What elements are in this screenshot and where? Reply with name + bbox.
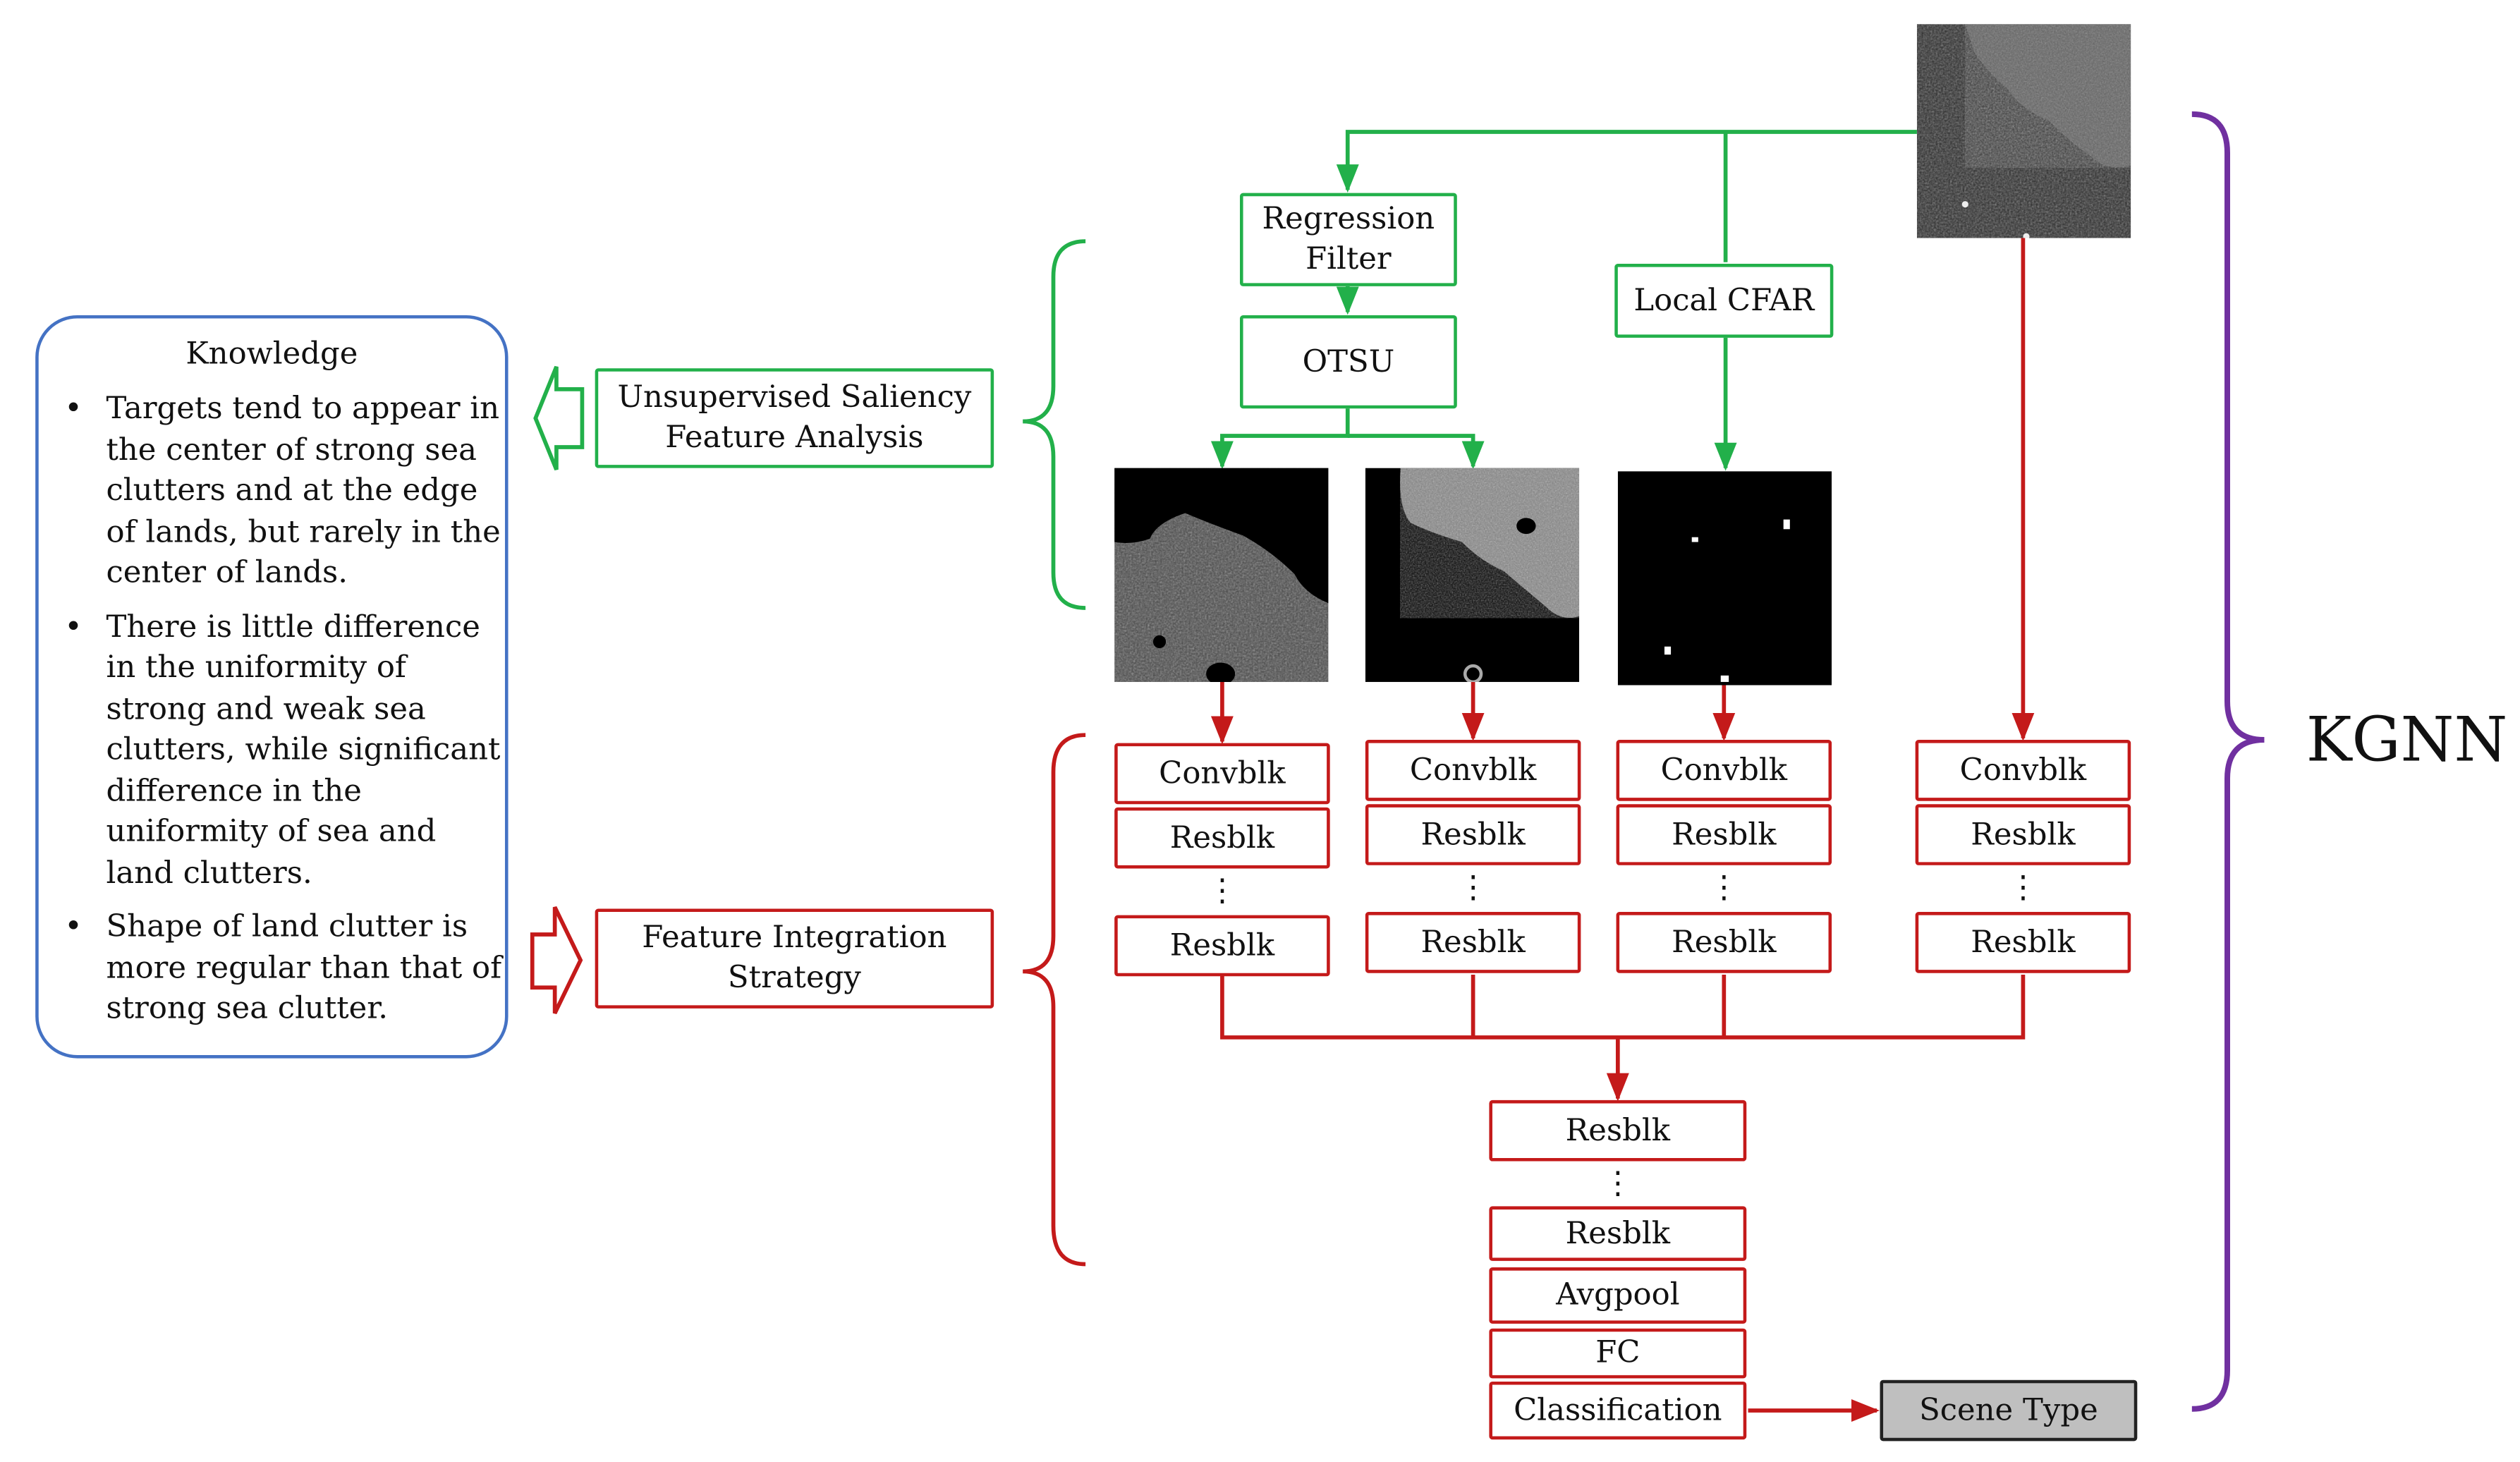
saliency-map-3 bbox=[1617, 471, 1832, 686]
green-brace bbox=[1023, 239, 1086, 610]
knowledge-item: • Targets tend to appear in the center o… bbox=[58, 389, 508, 595]
trunk-ellipsis: ⋮ bbox=[1489, 1161, 1747, 1207]
branch-3-convblk: Convblk bbox=[1616, 740, 1832, 801]
branch-4-resblk: Resblk bbox=[1915, 804, 2131, 865]
scene-type-box: Scene Type bbox=[1880, 1379, 2138, 1442]
branch-2-convblk: Convblk bbox=[1365, 740, 1581, 801]
branch-1-convblk: Convblk bbox=[1114, 743, 1330, 805]
classification-box: Classification bbox=[1489, 1381, 1747, 1440]
local-cfar-box: Local CFAR bbox=[1614, 264, 1834, 338]
bullet-icon: • bbox=[64, 609, 83, 645]
red-flow-lines bbox=[1210, 234, 2035, 1422]
usfa-box: Unsupervised Saliency Feature Analysis bbox=[595, 368, 994, 468]
kgnn-label: KGNN bbox=[2306, 704, 2508, 776]
otsu-box: OTSU bbox=[1239, 315, 1457, 409]
knowledge-list: • Targets tend to appear in the center o… bbox=[58, 389, 508, 1043]
knowledge-box: Knowledge • Targets tend to appear in th… bbox=[35, 315, 509, 1059]
branch-4-ellipsis: ⋮ bbox=[1915, 865, 2131, 910]
knowledge-item-text: Shape of land clutter is more regular th… bbox=[106, 908, 502, 1026]
trunk-resblk-last: Resblk bbox=[1489, 1206, 1747, 1261]
branch-2-resblk: Resblk bbox=[1365, 804, 1581, 865]
trunk-resblk: Resblk bbox=[1489, 1099, 1747, 1162]
green-hollow-arrow bbox=[533, 365, 585, 470]
knowledge-item-text: There is little difference in the unifor… bbox=[106, 609, 501, 891]
branch-2-resblk-last: Resblk bbox=[1365, 912, 1581, 973]
branch-1-ellipsis: ⋮ bbox=[1114, 868, 1330, 914]
saliency-map-1 bbox=[1114, 468, 1329, 682]
branch-3-ellipsis: ⋮ bbox=[1616, 865, 1832, 910]
saliency-map-2 bbox=[1365, 468, 1580, 682]
knowledge-title: Knowledge bbox=[185, 336, 358, 372]
green-flow-lines bbox=[1210, 130, 1917, 471]
bullet-icon: • bbox=[64, 391, 83, 427]
branch-4-resblk-last: Resblk bbox=[1915, 912, 2131, 973]
bullet-icon: • bbox=[64, 908, 83, 944]
fis-box: Feature Integration Strategy bbox=[595, 908, 994, 1009]
branch-1-resblk: Resblk bbox=[1114, 807, 1330, 869]
sar-input-image bbox=[1916, 24, 2131, 238]
regression-filter-box: Regression Filter bbox=[1239, 193, 1457, 286]
knowledge-item-text: Targets tend to appear in the center of … bbox=[106, 391, 501, 590]
purple-brace bbox=[2191, 111, 2265, 1412]
avgpool-box: Avgpool bbox=[1489, 1267, 1747, 1324]
branch-1-resblk-last: Resblk bbox=[1114, 915, 1330, 977]
knowledge-item: • There is little difference in the unif… bbox=[58, 607, 508, 894]
branch-4-convblk: Convblk bbox=[1915, 740, 2131, 801]
branch-3-resblk-last: Resblk bbox=[1616, 912, 1832, 973]
red-hollow-arrow bbox=[530, 906, 583, 1014]
red-brace bbox=[1023, 733, 1086, 1267]
fc-box: FC bbox=[1489, 1328, 1747, 1379]
branch-2-ellipsis: ⋮ bbox=[1365, 865, 1581, 910]
knowledge-item: • Shape of land clutter is more regular … bbox=[58, 907, 508, 1030]
branch-3-resblk: Resblk bbox=[1616, 804, 1832, 865]
